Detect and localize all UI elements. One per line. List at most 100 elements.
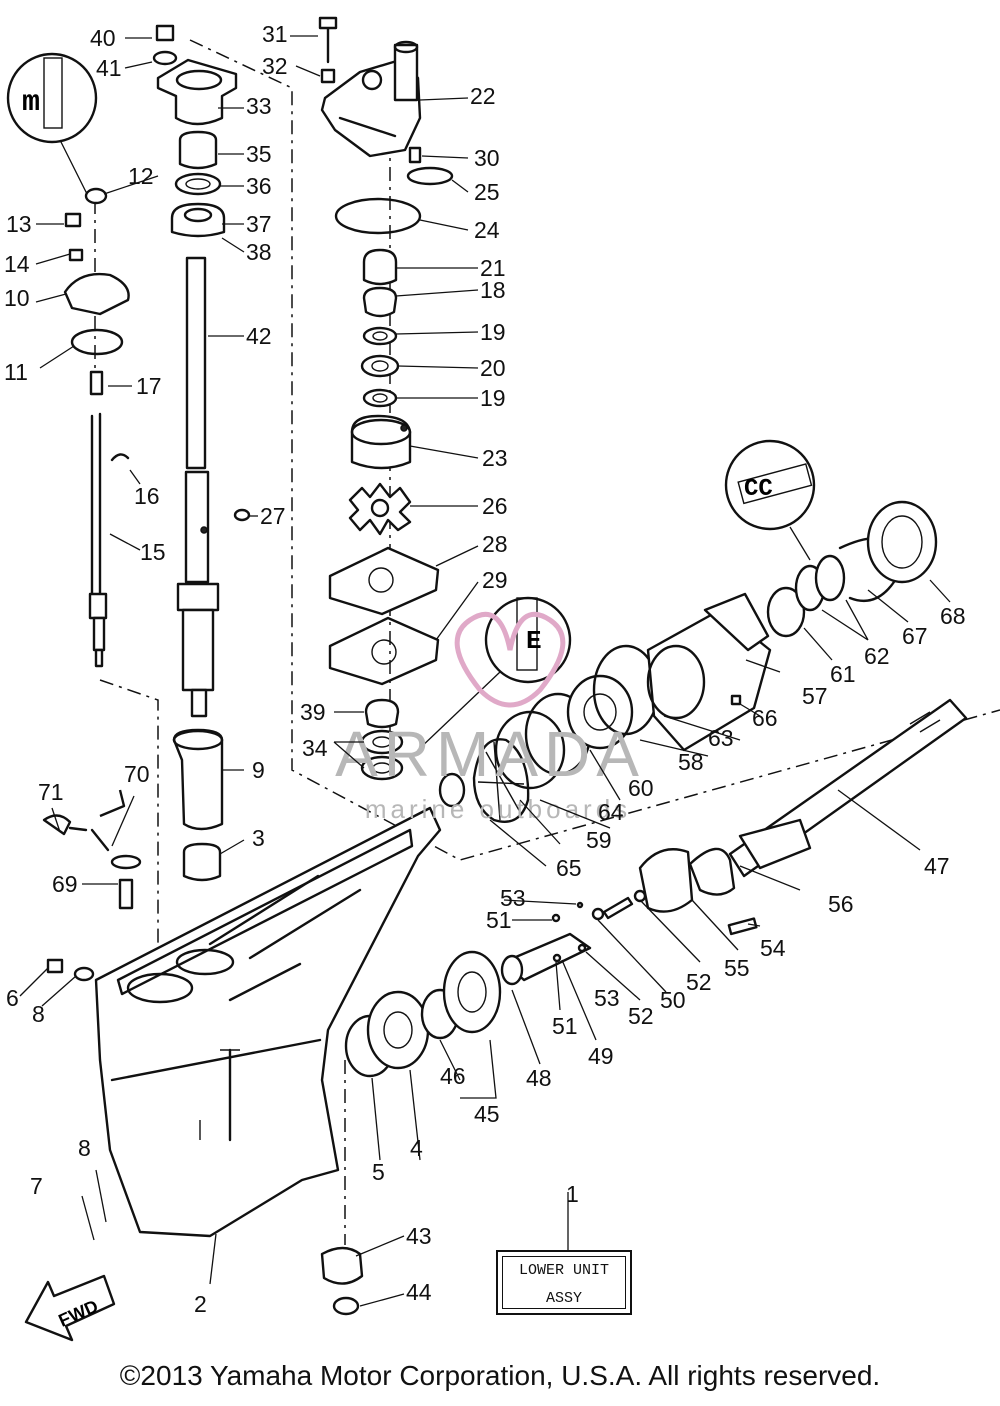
- callout-19b: 19: [480, 385, 506, 411]
- watermark-tagline: marine outboards: [365, 794, 631, 824]
- armada-watermark: ARMADA marine outboards: [335, 611, 639, 824]
- callout-49: 49: [588, 1043, 614, 1069]
- callout-52a: 52: [686, 969, 712, 995]
- callout-16: 16: [134, 483, 160, 509]
- callout-5: 5: [372, 1159, 385, 1185]
- callout-39: 39: [300, 699, 326, 725]
- callout-42: 42: [246, 323, 272, 349]
- callout-65: 65: [556, 855, 582, 881]
- lower-unit-assy-box: LOWER UNIT ASSY: [496, 1250, 632, 1315]
- callout-leaders: [19, 35, 951, 1307]
- callout-34: 34: [302, 735, 328, 761]
- callout-67: 67: [902, 623, 928, 649]
- callout-13: 13: [6, 211, 32, 237]
- callout-61: 61: [830, 661, 856, 687]
- fwd-arrow: FWD: [24, 1274, 116, 1342]
- callout-20: 20: [480, 355, 506, 381]
- part-drive-shaft-housing: [152, 24, 238, 238]
- callout-28: 28: [482, 531, 508, 557]
- part-water-pump-housing: [318, 16, 422, 164]
- callout-29: 29: [482, 567, 508, 593]
- detail-circle-m: m: [6, 52, 98, 197]
- part-impeller-housing: [350, 414, 412, 470]
- callout-71: 71: [38, 779, 64, 805]
- part-sleeve: [172, 728, 224, 831]
- callout-14: 14: [4, 251, 30, 277]
- callout-44: 44: [406, 1279, 432, 1305]
- callout-1: 1: [566, 1181, 579, 1207]
- callout-33: 33: [246, 93, 272, 119]
- callout-25: 25: [474, 179, 500, 205]
- callout-40: 40: [90, 25, 116, 51]
- part-bearing: [182, 842, 222, 882]
- callout-53b: 53: [594, 985, 620, 1011]
- callout-23: 23: [482, 445, 508, 471]
- callout-27: 27: [260, 503, 286, 529]
- part-shift-cam: [63, 187, 130, 396]
- part-reverse-gear-assembly: [344, 950, 502, 1078]
- callout-57: 57: [802, 683, 828, 709]
- callout-45: 45: [474, 1101, 500, 1127]
- callout-58: 58: [678, 749, 704, 775]
- part-clutch-assembly: [500, 889, 647, 986]
- callout-41: 41: [96, 55, 122, 81]
- callout-36: 36: [246, 173, 272, 199]
- part-oring-small: [406, 166, 454, 186]
- callout-11: 11: [4, 359, 28, 385]
- callout-37: 37: [246, 211, 272, 237]
- callout-18: 18: [480, 277, 506, 303]
- part-woodruff-key: [233, 508, 251, 522]
- callout-35: 35: [246, 141, 272, 167]
- callout-55: 55: [724, 955, 750, 981]
- callout-26: 26: [482, 493, 508, 519]
- callout-47: 47: [924, 853, 950, 879]
- callout-38: 38: [246, 239, 272, 265]
- part-nut: [332, 1296, 360, 1316]
- callout-19a: 19: [480, 319, 506, 345]
- part-impeller: [348, 482, 412, 536]
- callout-7: 7: [30, 1173, 43, 1199]
- callout-64: 64: [598, 799, 624, 825]
- part-lower-casing: [94, 806, 442, 1238]
- callout-17: 17: [136, 373, 162, 399]
- callout-10: 10: [4, 285, 30, 311]
- callout-56: 56: [828, 891, 854, 917]
- assy-label-line1: LOWER UNIT: [518, 1262, 609, 1279]
- callout-59: 59: [586, 827, 612, 853]
- callout-3: 3: [252, 825, 265, 851]
- part-number-callouts: 1 2 3 4 5 6 7 8 8 9 10 11 12 13 14 15 16…: [4, 21, 966, 1317]
- part-propeller-shaft-housing: [438, 500, 938, 823]
- detail-symbol-e: E: [526, 626, 542, 656]
- detail-circle-cc: CC: [724, 439, 816, 561]
- detail-symbol-cc: CC: [744, 476, 773, 503]
- callout-8b: 8: [78, 1135, 91, 1161]
- part-shift-rod: [88, 412, 130, 668]
- detail-circle-e: E: [417, 596, 572, 751]
- callout-24: 24: [474, 217, 500, 243]
- detail-symbol-m: m: [22, 86, 40, 120]
- callout-70: 70: [124, 761, 150, 787]
- callout-48: 48: [526, 1065, 552, 1091]
- part-pinion: [320, 1246, 364, 1285]
- callout-4: 4: [410, 1135, 423, 1161]
- callout-53a: 53: [500, 885, 526, 911]
- callout-8a: 8: [32, 1001, 45, 1027]
- copyright-notice: ©2013 Yamaha Motor Corporation, U.S.A. A…: [119, 1360, 881, 1391]
- part-oring-large: [334, 197, 422, 235]
- callout-21: 21: [480, 255, 506, 281]
- callout-51a: 51: [486, 907, 512, 933]
- callout-63: 63: [708, 725, 734, 751]
- part-gasket: [328, 616, 440, 686]
- callout-2: 2: [194, 1291, 207, 1317]
- part-dog-clutch: [638, 847, 758, 936]
- callout-60: 60: [628, 775, 654, 801]
- callout-66: 66: [752, 705, 778, 731]
- callout-46: 46: [440, 1063, 466, 1089]
- part-fittings-left: [42, 789, 142, 982]
- callout-68: 68: [940, 603, 966, 629]
- part-drive-shaft: [176, 256, 220, 718]
- callout-6: 6: [6, 985, 19, 1011]
- callout-62: 62: [864, 643, 890, 669]
- callout-31: 31: [262, 21, 288, 47]
